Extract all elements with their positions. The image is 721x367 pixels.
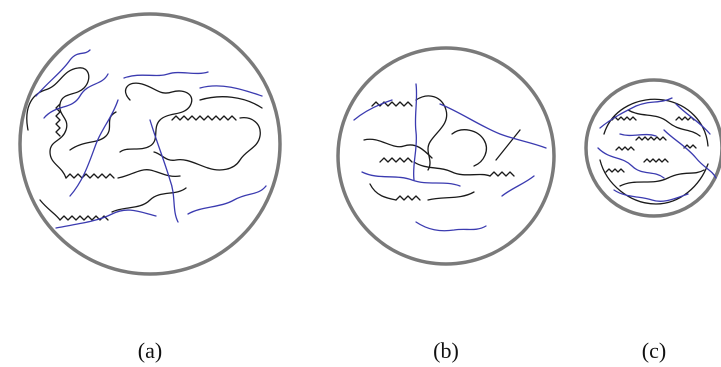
panel-c-label: (c)	[642, 338, 666, 363]
panel-c: (c)	[586, 80, 721, 363]
panel-b-label: (b)	[433, 338, 459, 363]
panel-c-circle	[586, 80, 721, 216]
panel-b-circle	[338, 48, 554, 264]
panel-a: (a)	[20, 14, 280, 363]
panel-b: (b)	[338, 48, 554, 363]
panel-a-circle	[20, 14, 280, 274]
panel-a-label: (a)	[138, 338, 162, 363]
